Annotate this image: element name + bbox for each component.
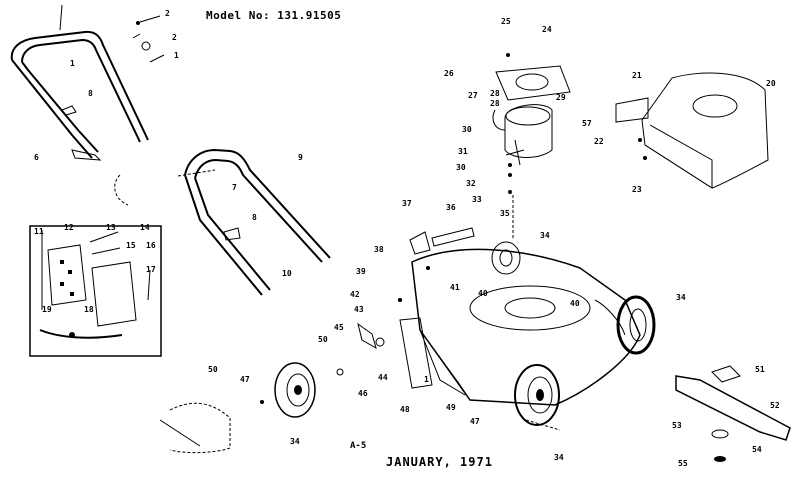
callout-30b: 30 <box>456 163 466 172</box>
misc-parts <box>159 227 475 454</box>
upper-handle <box>10 4 149 159</box>
engine-assembly <box>492 53 571 240</box>
callout-50: 50 <box>318 335 328 344</box>
callout-19: 19 <box>42 305 52 314</box>
callout-2b: 2 <box>172 33 177 42</box>
callout-49: 49 <box>446 403 456 412</box>
front-wheel-top <box>491 241 521 275</box>
mower-deck <box>398 248 641 406</box>
callout-39: 39 <box>356 267 366 276</box>
callout-36: 36 <box>446 203 456 212</box>
callout-32: 32 <box>466 179 476 188</box>
page-reference: A-5 <box>350 441 367 451</box>
callout-55: 55 <box>678 459 688 468</box>
callout-40: 40 <box>478 289 488 298</box>
wheels <box>274 241 656 426</box>
callout-8b: 8 <box>252 213 257 222</box>
callout-13: 13 <box>106 223 116 232</box>
callout-31: 31 <box>458 147 468 156</box>
callout-8: 8 <box>88 89 93 98</box>
front-left-wheel <box>274 362 316 418</box>
callout-28: 28 <box>490 89 500 98</box>
callout-53: 53 <box>672 421 682 430</box>
callout-34: 34 <box>540 231 550 240</box>
callout-38: 38 <box>374 245 384 254</box>
date-caption: JANUARY, 1971 <box>386 455 493 469</box>
callout-34c: 34 <box>554 453 564 462</box>
callout-1c: 1 <box>424 375 429 384</box>
callout-41: 41 <box>450 283 460 292</box>
callout-20: 20 <box>766 79 776 88</box>
callout-27: 27 <box>468 91 478 100</box>
callout-29: 29 <box>556 93 566 102</box>
callout-12: 12 <box>64 223 74 232</box>
callout-15: 15 <box>126 241 136 250</box>
callout-23: 23 <box>632 185 642 194</box>
callout-6: 6 <box>34 153 39 162</box>
blade-assembly <box>525 365 791 462</box>
callout-43: 43 <box>354 305 364 314</box>
callout-17: 17 <box>146 265 156 274</box>
callout-22: 22 <box>594 137 604 146</box>
callout-9: 9 <box>298 153 303 162</box>
callout-44: 44 <box>378 373 388 382</box>
callout-37: 37 <box>402 199 412 208</box>
callout-11: 11 <box>34 227 44 236</box>
callout-57: 57 <box>582 119 592 128</box>
callout-1a: 1 <box>174 51 179 60</box>
callout-28b: 28 <box>490 99 500 108</box>
callout-40b: 40 <box>570 299 580 308</box>
callout-50b: 50 <box>208 365 218 374</box>
callout-35: 35 <box>500 209 510 218</box>
callout-48: 48 <box>400 405 410 414</box>
callout-16: 16 <box>146 241 156 250</box>
callout-1: 1 <box>70 59 75 68</box>
lower-handle <box>114 148 331 296</box>
callout-10: 10 <box>282 269 292 278</box>
callout-51: 51 <box>755 365 765 374</box>
callout-18: 18 <box>84 305 94 314</box>
callout-7: 7 <box>232 183 237 192</box>
callout-30: 30 <box>462 125 472 134</box>
callout-47b: 47 <box>470 417 480 426</box>
callout-14: 14 <box>140 223 150 232</box>
callout-2: 2 <box>165 9 170 18</box>
callout-34d: 34 <box>290 437 300 446</box>
callout-47: 47 <box>240 375 250 384</box>
rear-right-wheel <box>616 295 656 355</box>
handle-hardware <box>61 15 165 161</box>
callout-33: 33 <box>472 195 482 204</box>
callout-42: 42 <box>350 290 360 299</box>
callout-34b: 34 <box>676 293 686 302</box>
engine-cover <box>615 72 769 189</box>
callout-54: 54 <box>752 445 762 454</box>
callout-25: 25 <box>501 17 511 26</box>
callout-26: 26 <box>444 69 454 78</box>
callout-52: 52 <box>770 401 780 410</box>
callout-labels: 2 2 1 1 8 6 9 7 8 10 11 12 13 14 15 16 1… <box>34 9 780 468</box>
control-panel-inset <box>29 225 162 357</box>
callout-21: 21 <box>632 71 642 80</box>
rear-left-wheel <box>514 364 560 426</box>
callout-46: 46 <box>358 389 368 398</box>
callout-24: 24 <box>542 25 552 34</box>
model-number: Model No: 131.91505 <box>206 9 342 22</box>
callout-45: 45 <box>334 323 344 332</box>
